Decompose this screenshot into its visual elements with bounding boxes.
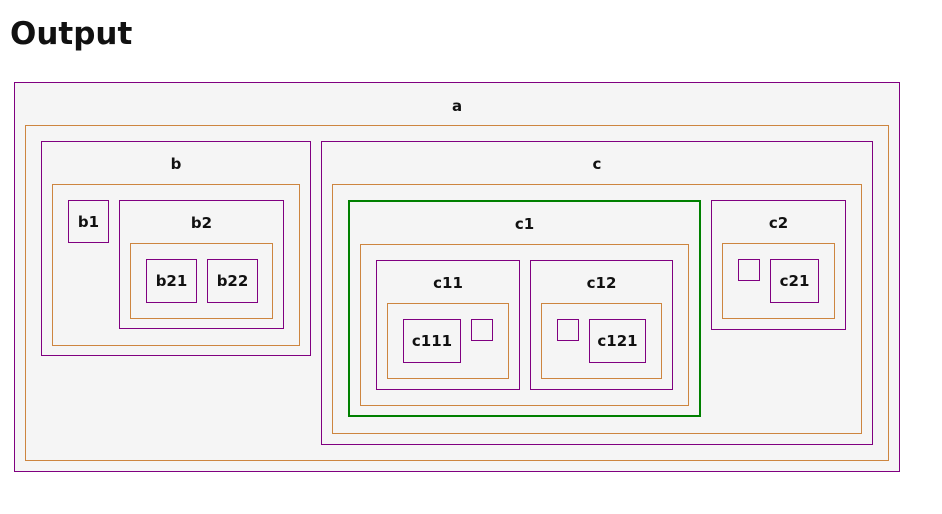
- empty-node-c11[interactable]: [471, 319, 493, 341]
- node-b[interactable]: b: [41, 141, 311, 356]
- children-container-c: [332, 184, 862, 434]
- children-container-a: [25, 125, 889, 461]
- node-label-c: c: [592, 155, 602, 173]
- node-label-c1: c1: [514, 215, 535, 233]
- children-container-c2: [722, 243, 835, 319]
- node-label-c2: c2: [768, 214, 789, 232]
- node-c21[interactable]: c21: [770, 259, 819, 303]
- children-container-c11: [387, 303, 509, 379]
- node-label-b2: b2: [190, 214, 213, 232]
- node-c121[interactable]: c121: [589, 319, 646, 363]
- node-label-c111: c111: [411, 332, 453, 350]
- node-label-b1: b1: [77, 212, 100, 231]
- empty-node-c12[interactable]: [557, 319, 579, 341]
- node-b22[interactable]: b22: [207, 259, 258, 303]
- node-label-b: b: [170, 155, 182, 173]
- node-c12[interactable]: c12: [530, 260, 673, 390]
- node-label-a: a: [451, 97, 463, 115]
- node-c1-selected[interactable]: c1: [348, 200, 701, 417]
- children-container-b2: [130, 243, 273, 319]
- node-c[interactable]: c: [321, 141, 873, 445]
- node-b2[interactable]: b2: [119, 200, 284, 329]
- node-a[interactable]: a: [14, 82, 900, 472]
- children-container-c12: [541, 303, 662, 379]
- node-label-b21: b21: [155, 272, 188, 290]
- children-container-b: [52, 184, 300, 346]
- node-label-b22: b22: [216, 272, 249, 290]
- empty-node-c2[interactable]: [738, 259, 760, 281]
- node-label-c12: c12: [586, 274, 617, 292]
- node-b21[interactable]: b21: [146, 259, 197, 303]
- children-container-c1: [360, 244, 689, 406]
- node-label-c21: c21: [779, 272, 810, 290]
- node-label-c121: c121: [597, 332, 638, 350]
- node-c2[interactable]: c2: [711, 200, 846, 330]
- node-c11[interactable]: c11: [376, 260, 520, 390]
- node-b1[interactable]: b1: [68, 200, 109, 243]
- node-label-c11: c11: [433, 274, 463, 292]
- page-title: Output: [10, 16, 133, 52]
- node-c111[interactable]: c111: [403, 319, 461, 363]
